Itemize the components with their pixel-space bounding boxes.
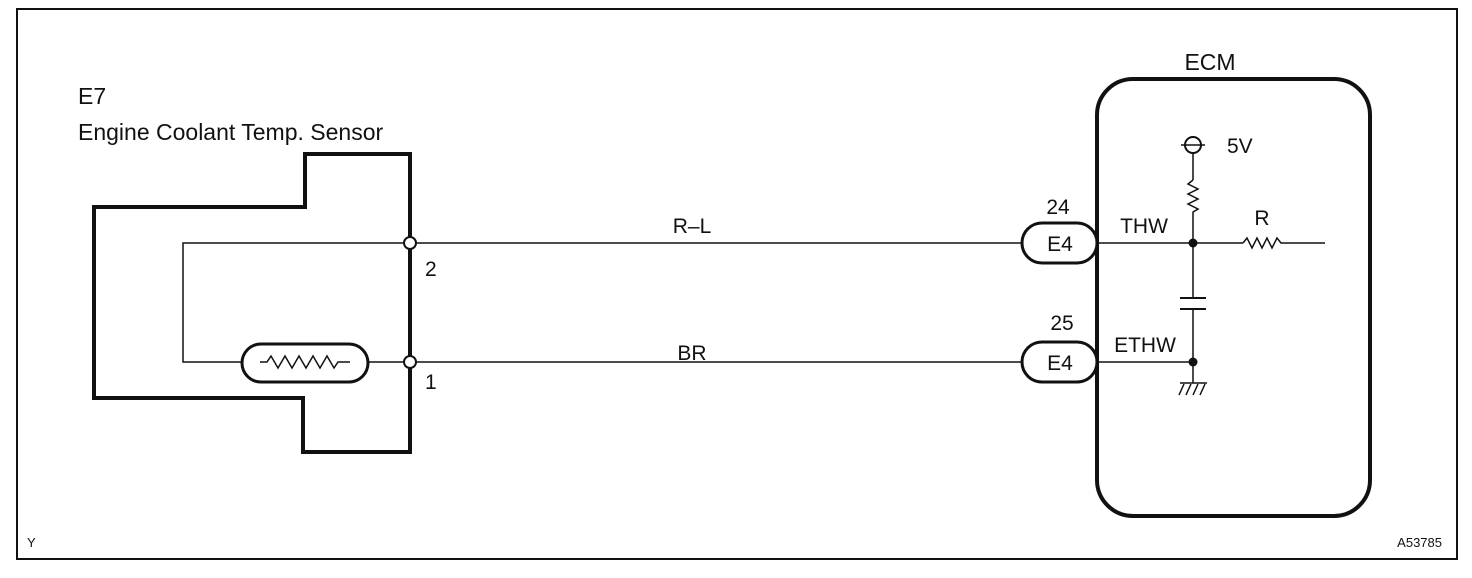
thermistor-symbol: [240, 342, 370, 384]
ecm-internal-circuit: [1097, 136, 1325, 396]
supply-label: 5V: [1227, 135, 1253, 158]
sensor-name: Engine Coolant Temp. Sensor: [78, 119, 383, 145]
pullup-resistor-icon: [1186, 179, 1200, 243]
ecm-box: [1095, 77, 1372, 518]
wire-label-upper: R–L: [673, 215, 712, 238]
sensor-internal-wiring: [182, 242, 410, 363]
ecm-title: ECM: [1184, 49, 1235, 75]
diagram-frame: [16, 8, 1458, 560]
corner-mark: Y: [27, 535, 36, 550]
sensor-terminal-2: [403, 236, 417, 250]
signal-label-ethw: ETHW: [1114, 334, 1176, 357]
sensor-housing: [92, 152, 412, 454]
pin-label-1: 1: [425, 371, 437, 394]
sensor-code: E7: [78, 83, 106, 109]
resistor-label: R: [1254, 207, 1269, 230]
connector-upper-pin: 24: [1046, 196, 1070, 219]
figure-id: A53785: [1397, 535, 1442, 550]
pin-label-2: 2: [425, 258, 437, 281]
connector-upper-label: E4: [1047, 233, 1073, 256]
sensor-terminal-1: [403, 355, 417, 369]
wire-label-lower: BR: [677, 342, 706, 365]
connector-lower-label: E4: [1047, 352, 1073, 375]
series-resistor-icon: [1242, 236, 1325, 250]
signal-label-thw: THW: [1120, 215, 1168, 238]
ground-icon: [1178, 382, 1207, 396]
connector-lower-pin: 25: [1050, 312, 1073, 335]
